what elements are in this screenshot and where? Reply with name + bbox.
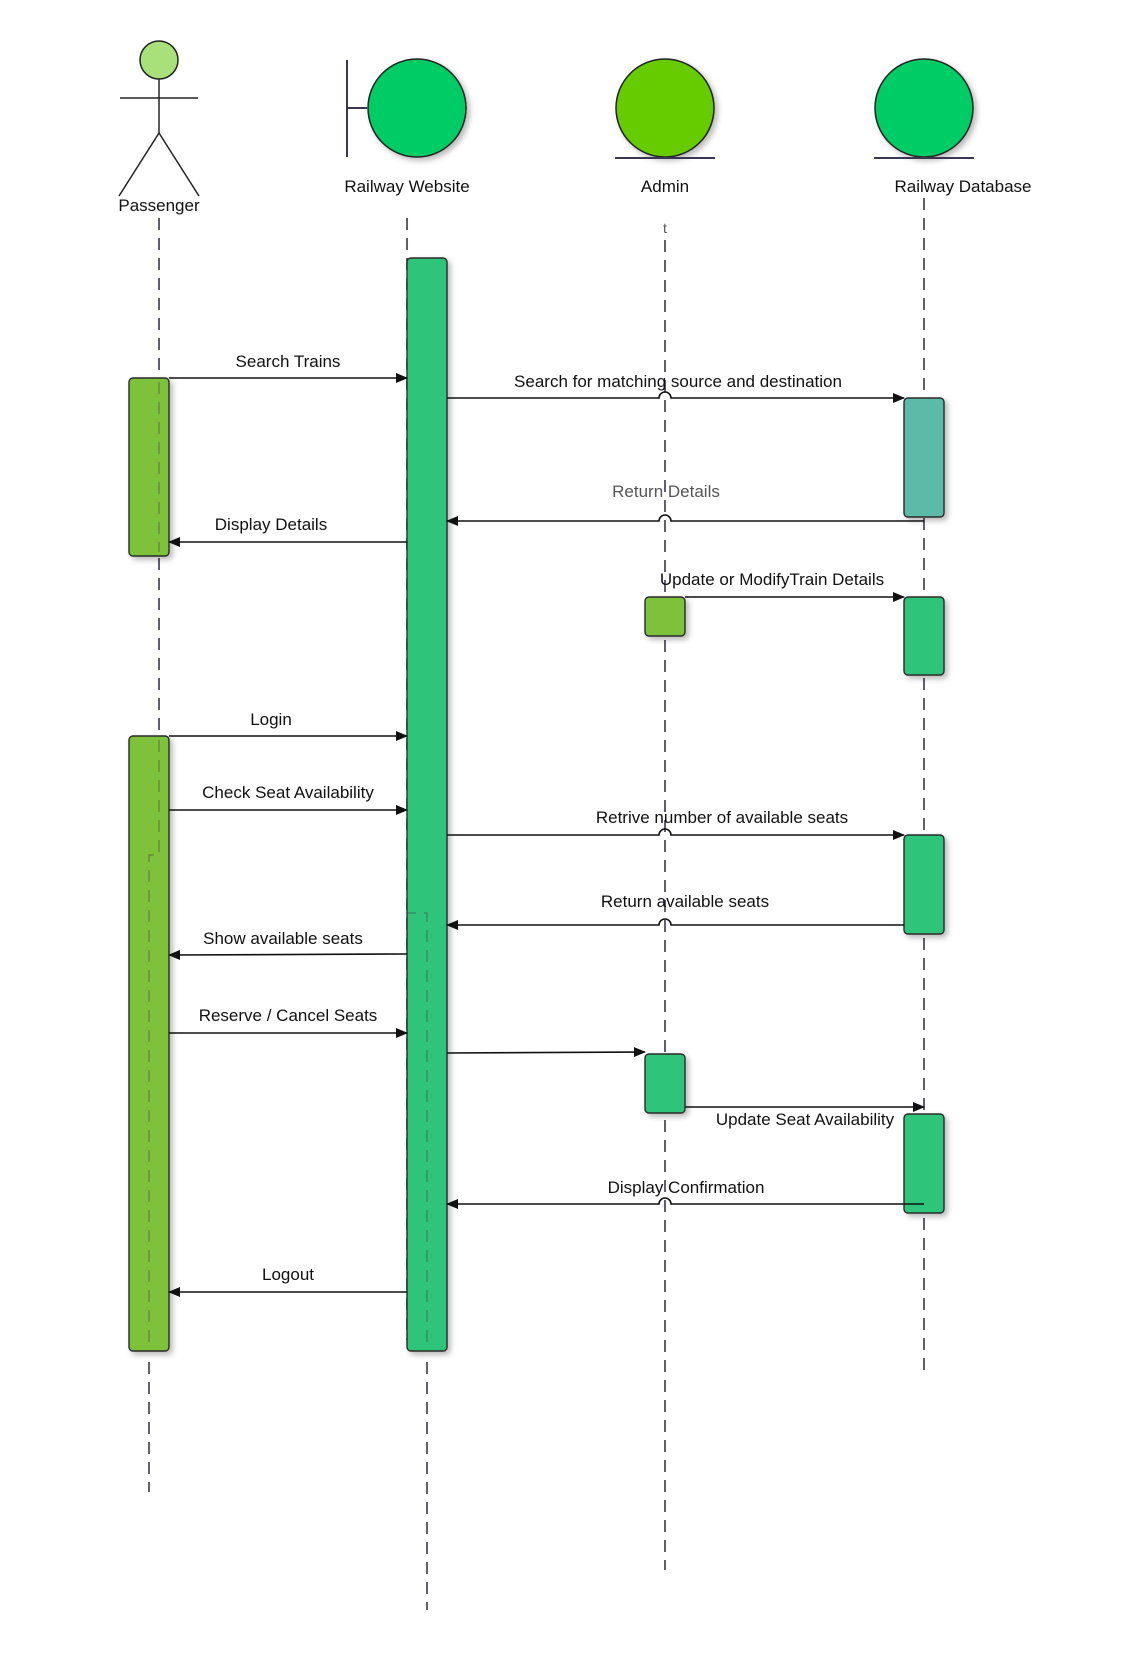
participant-passenger: Passenger [118, 40, 200, 215]
message-label: Update Seat Availability [716, 1110, 895, 1129]
message-reserve-cancel-seats: Reserve / Cancel Seats [169, 1006, 408, 1038]
message-label: Logout [262, 1265, 314, 1284]
message-website-to-admin [446, 1047, 646, 1058]
activation-database-update [903, 596, 945, 676]
participant-label-database: Railway Database [894, 177, 1031, 196]
message-label: Return Details [612, 482, 720, 501]
message-display-confirmation: Display Confirmation [446, 1178, 924, 1209]
message-return-details: Return Details [446, 482, 924, 526]
activation-website [406, 257, 448, 1352]
message-search-trains: Search Trains [169, 352, 408, 383]
participant-database: Railway Database [874, 58, 1032, 196]
message-label: Return available seats [601, 892, 769, 911]
activation-database-seat-update [903, 1113, 945, 1214]
message-update-train-details: Update or ModifyTrain Details [660, 570, 905, 602]
activation-admin-seat [644, 1053, 686, 1114]
message-login: Login [169, 710, 408, 741]
message-label: Update or ModifyTrain Details [660, 570, 884, 589]
activation-database-search [903, 397, 945, 518]
message-label: Search for matching source and destinati… [514, 372, 842, 391]
message-retrieve-seats: Retrive number of available seats [447, 808, 905, 840]
message-update-seat-availability: Update Seat Availability [685, 1102, 925, 1129]
message-display-details: Display Details [168, 515, 407, 547]
activation-database-seats [903, 834, 945, 935]
message-label: Check Seat Availability [202, 783, 374, 802]
actor-icon [118, 40, 200, 197]
admin-lifeline-mark: t [663, 220, 667, 236]
boundary-icon [346, 58, 467, 158]
activation-passenger-search [128, 377, 170, 557]
message-check-seat-availability: Check Seat Availability [169, 783, 408, 815]
entity-icon [874, 58, 974, 159]
message-label: Display Details [215, 515, 327, 534]
message-label: Display Confirmation [608, 1178, 765, 1197]
message-search-matching: Search for matching source and destinati… [447, 372, 905, 403]
message-return-available-seats: Return available seats [446, 892, 904, 930]
activation-passenger-session [128, 735, 170, 1352]
entity-icon [615, 58, 715, 159]
message-show-available-seats: Show available seats [168, 929, 408, 960]
message-label: Reserve / Cancel Seats [199, 1006, 378, 1025]
message-logout: Logout [168, 1265, 407, 1297]
participant-website: Railway Website [344, 58, 470, 196]
participant-label-website: Railway Website [344, 177, 469, 196]
participant-label-passenger: Passenger [118, 196, 200, 215]
participant-admin: Admin t [615, 58, 715, 236]
participant-label-admin: Admin [641, 177, 689, 196]
message-label: Search Trains [236, 352, 341, 371]
activation-admin-modify [644, 596, 686, 637]
message-label: Login [250, 710, 292, 729]
message-label: Retrive number of available seats [596, 808, 848, 827]
message-label: Show available seats [203, 929, 363, 948]
